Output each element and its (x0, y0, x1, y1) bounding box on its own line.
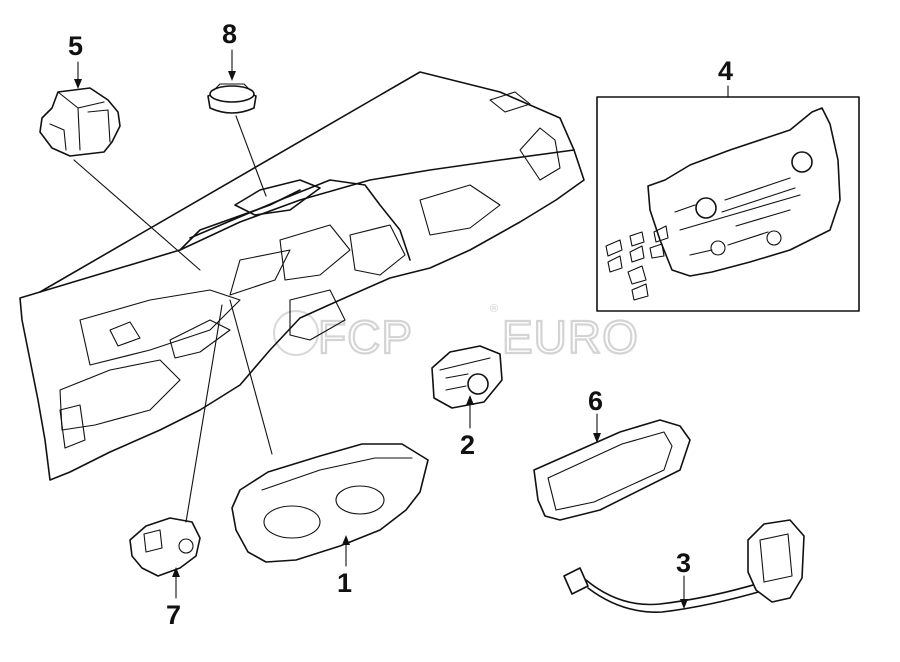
part-2-switch (431, 345, 503, 409)
part-6-display (533, 419, 691, 521)
callout-2: 2 (460, 430, 475, 460)
callout-8: 8 (222, 19, 237, 49)
callout-arrows (74, 49, 729, 609)
callout-3: 3 (676, 548, 691, 578)
callout-7: 7 (166, 600, 181, 630)
part-4-control-panel (596, 96, 860, 312)
callout-5: 5 (68, 31, 83, 61)
callout-4: 4 (718, 56, 733, 86)
dashboard-assembly (19, 71, 585, 481)
leader-lines (73, 115, 273, 523)
callout-6: 6 (588, 386, 603, 416)
part-8-speaker (207, 83, 257, 114)
watermark-prefix: FCP (318, 311, 413, 363)
part-3-wire-harness (563, 519, 805, 613)
watermark-registered: ® (490, 303, 498, 315)
callout-1: 1 (337, 568, 352, 598)
part-5-module (39, 87, 121, 157)
part-1-instrument-cluster (231, 443, 429, 563)
part-7-steering-switch (129, 517, 201, 577)
callouts: 5 8 4 2 6 1 7 3 (68, 19, 733, 630)
watermark-suffix: EURO (502, 311, 639, 363)
watermark: FCP ® EURO (273, 303, 639, 364)
